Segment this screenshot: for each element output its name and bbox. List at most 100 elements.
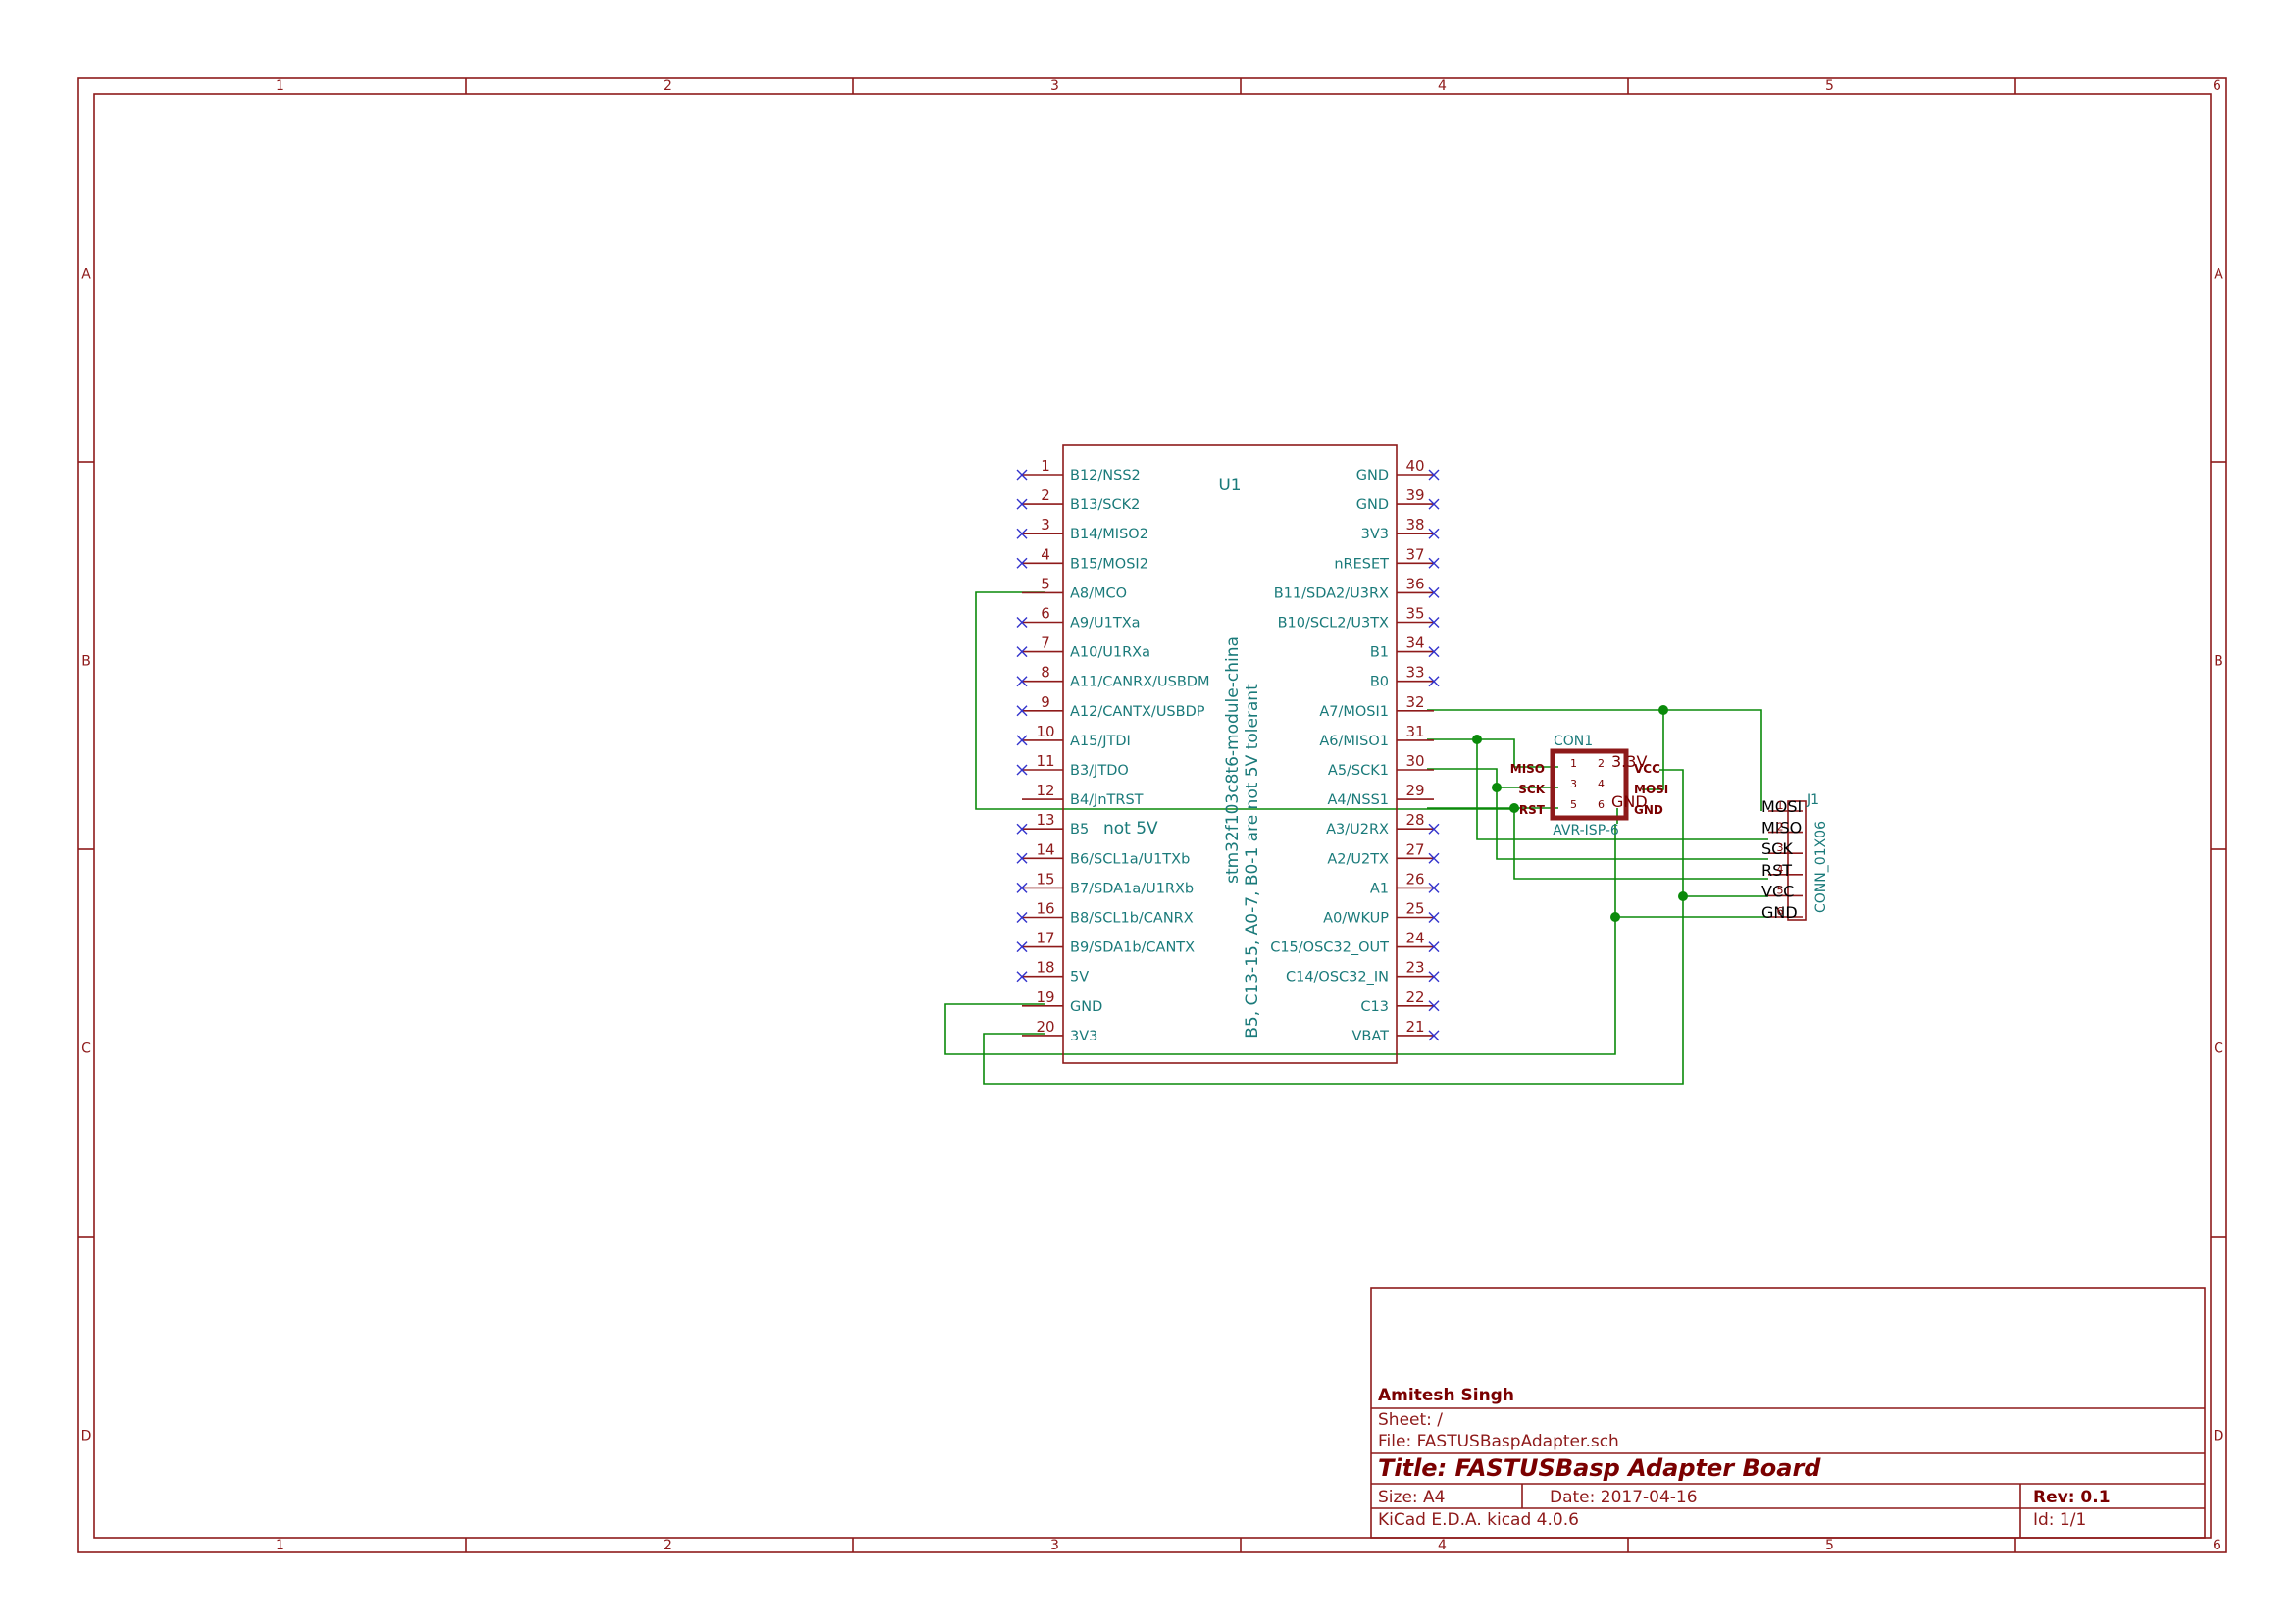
no-connect-6 [1016,617,1028,628]
con1-component[interactable]: CON1 AVR-ISP-6 MISO SCK RST VCC MOSI GND… [1510,734,1669,838]
u1-pin-name: 3V3 [1361,527,1389,542]
tb-id: Id: 1/1 [2033,1510,2086,1530]
row-label-right-B: B [2214,654,2223,670]
u1-pin-number: 15 [1036,870,1054,888]
u1-pin-number: 10 [1036,723,1054,740]
u1-pin-number: 6 [1041,605,1050,623]
wire-sck-isp [1427,768,1558,788]
tb-tool: KiCad E.D.A. kicad 4.0.6 [1378,1510,1579,1530]
no-connect-37 [1428,557,1440,569]
u1-pin-number: 26 [1405,870,1424,888]
u1-pin-name: A10/U1RXa [1070,645,1150,661]
no-connect-18 [1016,971,1028,983]
u1-pin-6[interactable]: 6A9/U1TXa [1016,605,1141,632]
con1-body [1550,748,1629,821]
u1-pin-name: 5V [1070,970,1089,986]
no-connect-16 [1016,912,1028,923]
u1-pin-name: B14/MISO2 [1070,527,1148,542]
j1-pin-2[interactable]: MISO2 [1761,819,1803,837]
outer-frame [77,77,2227,1553]
j1-pin-label: VCC [1761,882,1794,900]
con1-pin-6: 6 [1598,798,1605,811]
j1-ref: J1 [1806,792,1819,808]
wire-miso-j1 [1476,739,1768,840]
no-connect-27 [1428,852,1440,864]
u1-tolerance-note: B5, C13-15, A0-7, B0-1 are not 5V tolera… [1243,684,1262,1039]
no-connect-35 [1428,617,1440,628]
u1-pin-name: B12/NSS2 [1070,468,1141,483]
u1-pin-name: C14/OSC32_IN [1286,970,1389,986]
column-label-top-4: 4 [1438,78,1447,94]
j1-pin-1[interactable]: MOSI1 [1761,797,1803,816]
wire-gnd [944,824,1616,1055]
u1-pin-name: nRESET [1334,556,1389,572]
u1-body [1062,444,1398,1064]
j1-pin-number: 3 [1777,841,1784,854]
no-connect-23 [1428,971,1440,983]
tb-date: Date: 2017-04-16 [1550,1488,1698,1507]
junction-gnd [1610,912,1620,922]
no-connect-4 [1016,557,1028,569]
u1-pin-name: 3V3 [1070,1029,1097,1044]
u1-pin-name: A7/MOSI1 [1319,704,1389,720]
con1-ref: CON1 [1554,734,1593,749]
u1-pin-5[interactable]: 5A8/MCO [1022,575,1127,601]
u1-component[interactable]: U1 stm32f103c8t6-module-china B5, C13-15… [1016,444,1440,1064]
u1-ref: U1 [1218,476,1241,495]
j1-value: CONN_01X06 [1813,821,1829,913]
junction-mosi [1658,705,1668,715]
junction-miso [1472,735,1482,744]
u1-pin-name: B5 [1070,822,1089,837]
no-connect-36 [1428,586,1440,598]
con1-value: AVR-ISP-6 [1553,823,1619,838]
tb-sheet: Sheet: / [1378,1410,1443,1430]
no-connect-2 [1016,498,1028,510]
u1-pin-name: C13 [1360,999,1389,1015]
column-label-bottom-2: 2 [663,1538,672,1553]
